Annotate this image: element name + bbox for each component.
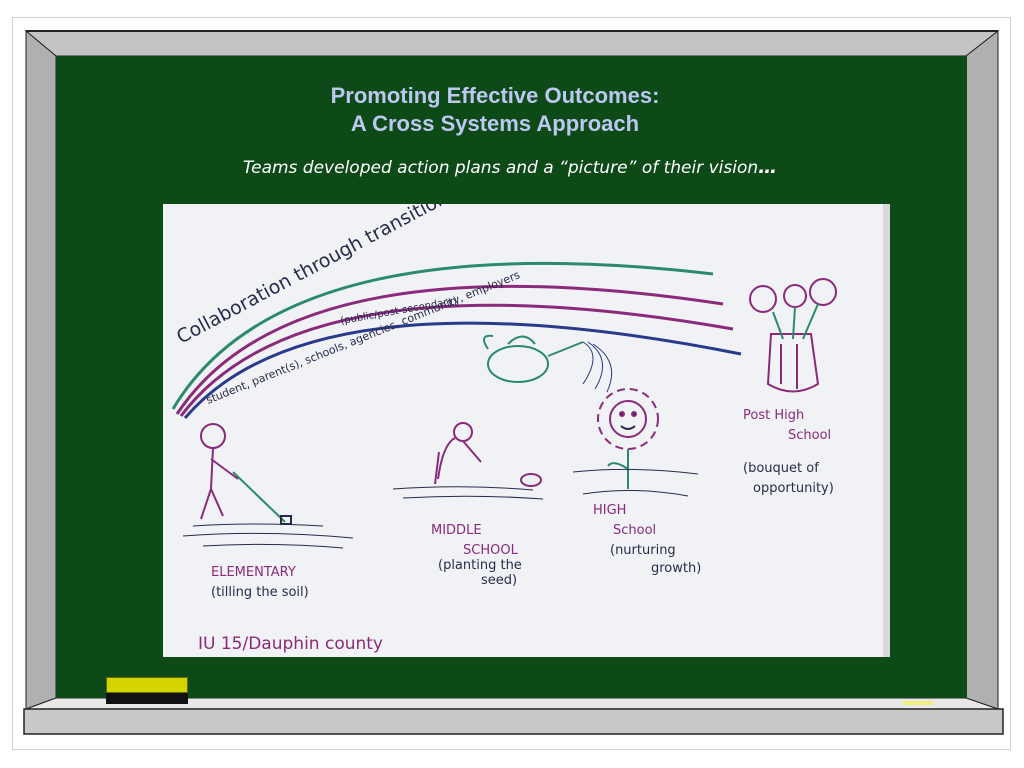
- stage3-desc-b: growth): [651, 561, 701, 576]
- slide-title: Promoting Effective Outcomes: A Cross Sy…: [200, 82, 790, 138]
- title-line-2: A Cross Systems Approach: [350, 111, 640, 136]
- vase-icon: [766, 333, 820, 393]
- stage3-name-b: School: [613, 523, 656, 538]
- stage2-desc-b: seed): [481, 573, 517, 588]
- chalkboard-eraser: [106, 677, 188, 705]
- stage4-desc-b: opportunity): [753, 481, 834, 496]
- stage3-desc-a: (nurturing: [610, 543, 676, 558]
- subtitle-text: Teams developed action plans and a “pict…: [242, 158, 759, 178]
- stage1-name: ELEMENTARY: [211, 565, 296, 580]
- stage3-name-a: HIGH: [593, 503, 626, 518]
- eraser-felt: [106, 677, 188, 693]
- watering-can-icon: [483, 334, 584, 383]
- vision-drawing: Collaboration through transition student…: [163, 204, 890, 657]
- stage4-name-a: Post High: [743, 408, 804, 423]
- flower-icon: [597, 388, 659, 450]
- stage2-desc-a: (planting the: [438, 558, 522, 573]
- slide-subtitle: Teams developed action plans and a “pict…: [100, 156, 920, 179]
- stage4-desc-a: (bouquet of: [743, 461, 819, 476]
- eraser-block: [106, 693, 188, 704]
- stage2-name-b: SCHOOL: [463, 543, 519, 558]
- rainbow-arcs: [171, 261, 742, 419]
- drawing-footer: IU 15/Dauphin county: [198, 634, 383, 654]
- stage1-desc: (tilling the soil): [211, 585, 309, 600]
- stage4-name-b: School: [788, 428, 831, 443]
- title-line-1: Promoting Effective Outcomes:: [330, 83, 660, 108]
- chalk-piece: [903, 701, 933, 705]
- subtitle-ellipsis: …: [758, 156, 778, 178]
- person-icon: [200, 423, 239, 520]
- stage2-name-a: MIDDLE: [431, 523, 482, 538]
